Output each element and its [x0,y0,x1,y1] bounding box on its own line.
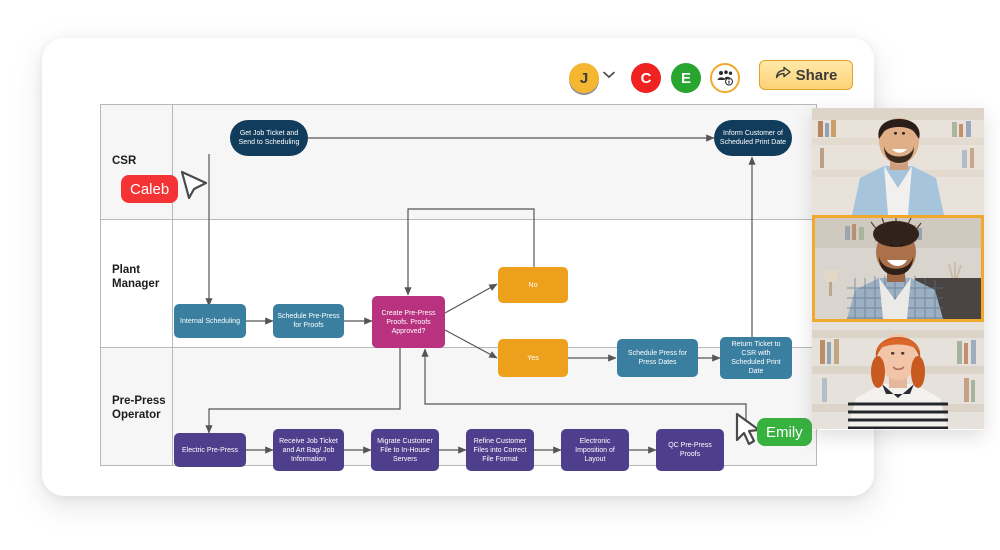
avatar-initial: E [680,69,691,87]
lane-label-plant-manager: Plant Manager [112,263,159,291]
node-label: Electronic Imposition of Layout [575,437,615,463]
chevron-down-icon[interactable] [602,68,616,82]
node-label: Schedule Pre-Press for Proofs [277,313,340,329]
node-return-ticket[interactable]: Return Ticket to CSR with Scheduled Prin… [720,337,792,379]
video-participants-panel [812,108,984,430]
node-label: Electric Pre-Press [181,446,238,454]
node-yes[interactable]: Yes [498,339,568,377]
avatar-j[interactable]: J [569,63,599,93]
node-label: Create Pre-Press Proofs. Proofs Approved… [381,309,436,335]
node-migrate-customer-file[interactable]: Migrate Customer File to In-House Server… [371,429,439,471]
video-tile-1[interactable] [812,108,984,215]
cursor-caleb-icon [180,170,208,200]
share-button[interactable]: Share [759,60,853,90]
node-schedule-prepress[interactable]: Schedule Pre-Press for Proofs [273,304,344,338]
node-label: QC Pre-Press Proofs [668,442,712,458]
flowchart-canvas[interactable]: CSR Plant Manager Pre-Press Operator Get… [100,104,817,471]
cursor-label-emily: Emily [757,418,812,446]
toolbar: J C E [42,38,874,100]
avatar-initial: C [640,69,652,87]
node-label: Refine Customer Files into Correct File … [473,437,527,463]
lane-label-text: Manager [112,278,160,290]
lane-label-prepress-operator: Pre-Press Operator [112,394,166,422]
node-label: Return Ticket to CSR with Scheduled Prin… [731,341,781,375]
node-no[interactable]: No [498,267,568,303]
node-internal-scheduling[interactable]: Internal Scheduling [174,304,246,338]
lane-label-csr: CSR [112,154,136,168]
share-icon [775,65,791,85]
lane-label-text: Operator [112,409,161,421]
cursor-label-text: Caleb [130,180,170,198]
node-get-job-ticket[interactable]: Get Job Ticket and Send to Scheduling [230,120,308,156]
video-tile-3[interactable] [812,322,984,429]
node-label: Yes [527,354,539,362]
node-refine-customer-files[interactable]: Refine Customer Files into Correct File … [466,429,534,471]
avatar-c[interactable]: C [631,63,661,93]
lane-label-text: Pre-Press [112,395,166,407]
flowchart-connectors [100,104,817,466]
node-label: Schedule Press for Press Dates [627,350,688,366]
avatar-initial: J [579,69,589,87]
share-button-label: Share [795,66,838,84]
node-label: Inform Customer of Scheduled Print Date [719,130,787,146]
node-inform-customer[interactable]: Inform Customer of Scheduled Print Date [714,120,792,156]
node-receive-job-ticket[interactable]: Receive Job Ticket and Art Bag/ Job Info… [273,429,344,471]
node-label: Migrate Customer File to In-House Server… [377,437,433,463]
video-tile-2[interactable] [812,215,984,322]
lane-label-text: CSR [112,155,137,167]
node-create-prepress-proofs[interactable]: Create Pre-Press Proofs. Proofs Approved… [372,296,445,348]
app-window: J C E [42,38,874,496]
node-label: Internal Scheduling [180,317,240,325]
node-schedule-press[interactable]: Schedule Press for Press Dates [617,339,698,377]
avatar-e[interactable]: E [671,63,701,93]
lane-label-text: Plant [112,264,141,276]
node-label: Get Job Ticket and Send to Scheduling [238,130,300,146]
node-electronic-imposition[interactable]: Electronic Imposition of Layout [561,429,629,471]
cursor-label-text: Emily [766,423,803,441]
participants-icon[interactable] [710,63,740,93]
node-qc-prepress-proofs[interactable]: QC Pre-Press Proofs [656,429,724,471]
node-label: No [528,281,538,289]
cursor-label-caleb: Caleb [121,175,179,203]
node-electric-prepress[interactable]: Electric Pre-Press [174,433,246,467]
node-label: Receive Job Ticket and Art Bag/ Job Info… [279,437,338,463]
